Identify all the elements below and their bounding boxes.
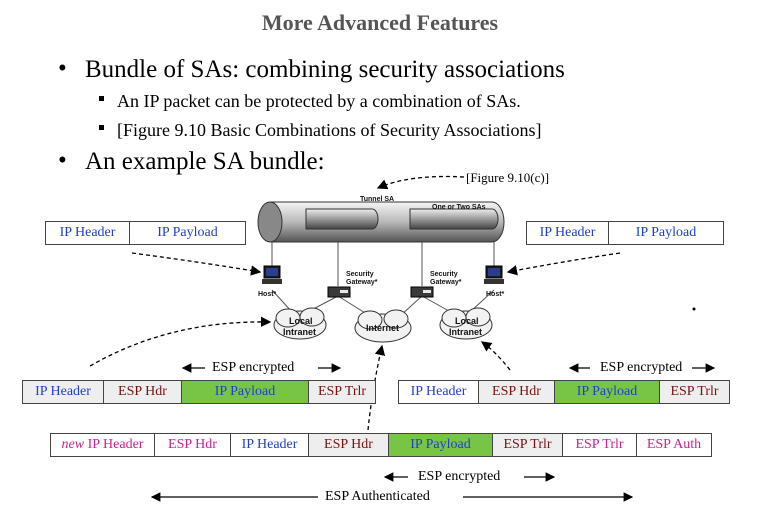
bundle-outer-esp-trlr: ESP Trlr: [563, 434, 637, 456]
figure-reference: [Figure 9.10(c)]: [466, 170, 550, 185]
gateway-left-label-2: Gateway*: [346, 279, 378, 286]
gateway-left-icon: [327, 286, 351, 298]
arrow-left-packet-to-host: [131, 252, 262, 276]
gateway-left-label-1: Security: [346, 271, 374, 278]
esp-right-esp-hdr: ESP Hdr: [479, 381, 555, 403]
host-left-label: Host*: [258, 291, 277, 298]
bottom-encrypted-label: ESP encrypted: [418, 469, 501, 484]
bottom-authenticated-label: ESP Authenticated: [325, 489, 430, 504]
packet-left: IP Header IP Payload: [45, 221, 246, 245]
inner-tunnel-left: [305, 208, 379, 230]
bundle-outer-esp-hdr: ESP Hdr: [155, 434, 231, 456]
sub-bullet-2: [Figure 9.10 Basic Combinations of Secur…: [99, 120, 542, 141]
arrow-esp-left-to-intranet: [89, 316, 272, 367]
bundle-inner-esp-hdr: ESP Hdr: [309, 434, 389, 456]
cloud-left-label-1: Local: [289, 316, 313, 326]
cloud-left-label-2: Intranet: [283, 327, 316, 337]
esp-right-ip-payload: IP Payload: [555, 381, 660, 403]
bullet-dot: •: [58, 147, 67, 174]
sub-bullet-2-text: [Figure 9.10 Basic Combinations of Secur…: [117, 120, 542, 140]
arrow-bottom-to-internet: [367, 344, 386, 431]
esp-packet-right: IP Header ESP Hdr IP Payload ESP Trlr: [398, 380, 730, 404]
packet-left-header: IP Header: [46, 222, 130, 244]
host-left-icon: [262, 265, 282, 284]
inner-tunnel-right: [409, 208, 499, 230]
bundle-packet: new IP Header ESP Hdr IP Header ESP Hdr …: [50, 433, 712, 457]
new-word: new: [61, 437, 85, 452]
cloud-right-icon: [439, 307, 493, 340]
esp-right-esp-trlr: ESP Trlr: [660, 381, 729, 403]
bundle-new-ip-header: new IP Header: [51, 434, 155, 456]
cloud-right-label-1: Local: [455, 316, 479, 326]
packet-right-payload: IP Payload: [635, 225, 697, 240]
gateway-right-icon: [410, 286, 434, 298]
slide-title: More Advanced Features: [261, 10, 499, 35]
esp-right-encrypted-label: ESP encrypted: [600, 360, 683, 375]
sub-bullet-1: An IP packet can be protected by a combi…: [99, 91, 521, 112]
bullet-dot: •: [58, 55, 67, 82]
packet-right-header: IP Header: [527, 222, 609, 244]
bundle-inner-esp-trlr: ESP Trlr: [493, 434, 563, 456]
bullet-1-text: Bundle of SAs: combining security associ…: [85, 56, 565, 83]
esp-left-esp-hdr: ESP Hdr: [104, 381, 182, 403]
cloud-right-label-2: Intranet: [449, 327, 482, 337]
new-ip-header-text: IP Header: [84, 437, 144, 452]
cloud-internet-icon: [354, 309, 412, 343]
bundle-esp-auth: ESP Auth: [646, 437, 702, 452]
bundle-ip-header: IP Header: [231, 434, 309, 456]
bullet-2-text: An example SA bundle:: [85, 148, 325, 175]
gateway-right-label-1: Security: [430, 271, 458, 278]
packet-right: IP Header IP Payload: [526, 221, 724, 245]
esp-left-ip-payload: IP Payload: [182, 381, 309, 403]
cloud-internet-label: Internet: [366, 323, 399, 333]
arrow-esp-right-to-intranet: [480, 341, 511, 371]
esp-left-ip-header: IP Header: [23, 381, 104, 403]
host-right-label: Host*: [486, 291, 505, 298]
packet-left-payload: IP Payload: [157, 225, 218, 240]
square-bullet: [99, 96, 104, 101]
bullet-2: • An example SA bundle:: [58, 147, 325, 176]
esp-packet-left: IP Header ESP Hdr IP Payload ESP Trlr: [22, 380, 376, 404]
cloud-left-icon: [273, 307, 327, 340]
tunnel-sa-label: Tunnel SA: [360, 196, 394, 203]
bullet-1: • Bundle of SAs: combining security asso…: [58, 55, 565, 84]
stray-dot: [692, 307, 696, 311]
esp-right-ip-header: IP Header: [399, 381, 479, 403]
arrow-right-packet-to-host: [506, 252, 621, 276]
figure-ref-arrow: [376, 175, 465, 190]
sa-count-label: One or Two SAs: [432, 204, 486, 211]
host-right-icon: [484, 265, 504, 284]
sub-bullet-1-text: An IP packet can be protected by a combi…: [117, 91, 521, 111]
tunnel-end-left: [257, 201, 283, 243]
esp-left-esp-trlr: ESP Trlr: [309, 381, 375, 403]
esp-left-encrypted-label: ESP encrypted: [212, 360, 295, 375]
bundle-ip-payload: IP Payload: [389, 434, 493, 456]
gateway-right-label-2: Gateway*: [430, 279, 462, 286]
square-bullet: [99, 125, 104, 130]
